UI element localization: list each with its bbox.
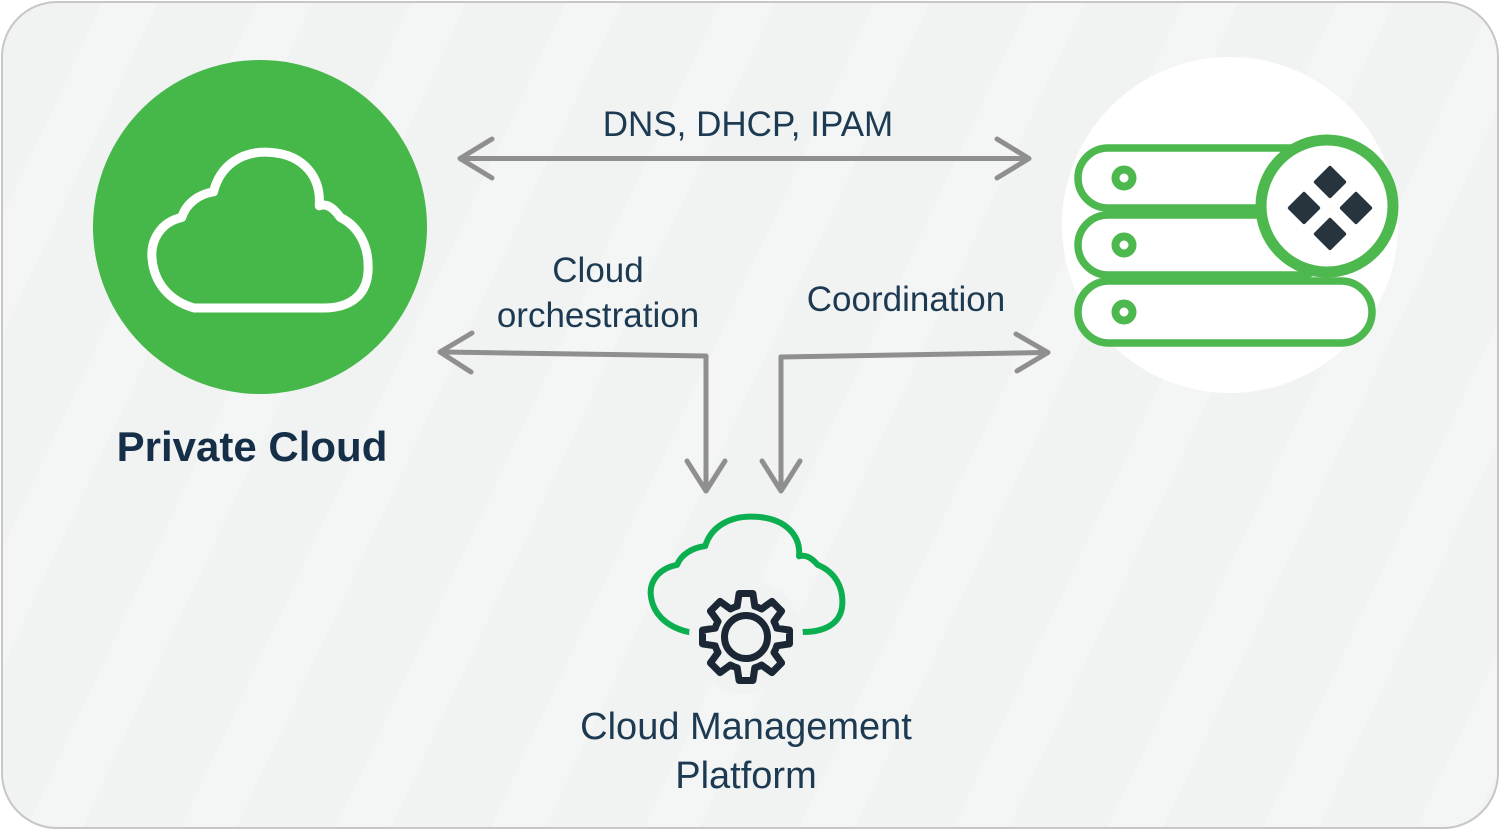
coordination-arrow <box>759 331 1051 494</box>
arrowhead-down <box>759 458 803 494</box>
arrowhead-right <box>1013 331 1051 374</box>
cmp-node <box>651 517 843 694</box>
cloud-outline-icon <box>152 152 368 308</box>
server-led <box>1111 165 1137 191</box>
arrowhead-left <box>457 136 495 181</box>
gear-icon <box>699 590 793 684</box>
dns-arrow <box>457 136 1032 181</box>
gear-backdrop <box>689 580 803 694</box>
arrowhead-left <box>437 330 475 375</box>
gear-hub <box>721 612 771 662</box>
server-led <box>1111 299 1137 325</box>
cmp-cloud-icon <box>651 517 843 632</box>
private-cloud-circle <box>93 60 427 394</box>
ddi-server-node <box>1062 57 1399 393</box>
diamond <box>1287 191 1321 225</box>
server-stack-icon <box>1074 134 1399 347</box>
private-cloud-node <box>93 60 427 394</box>
coordination-label: Coordination <box>806 280 1006 319</box>
arrowhead-right <box>994 136 1032 181</box>
private-cloud-label: Private Cloud <box>116 423 388 470</box>
arrowhead-down <box>684 458 728 494</box>
diamond <box>1313 217 1347 251</box>
four-diamonds-logo <box>1287 165 1373 251</box>
dns-label: DNS, DHCP, IPAM <box>602 105 894 144</box>
cloud-orchestration-label: Cloud orchestration <box>496 251 700 335</box>
diamond-badge-circle <box>1255 134 1399 278</box>
orchestration-arrow <box>437 330 728 494</box>
cmp-label: Cloud Management Platform <box>580 706 912 797</box>
server-led <box>1111 232 1137 258</box>
diamond <box>1339 191 1373 225</box>
diamond <box>1313 165 1347 199</box>
server-row <box>1074 277 1376 347</box>
